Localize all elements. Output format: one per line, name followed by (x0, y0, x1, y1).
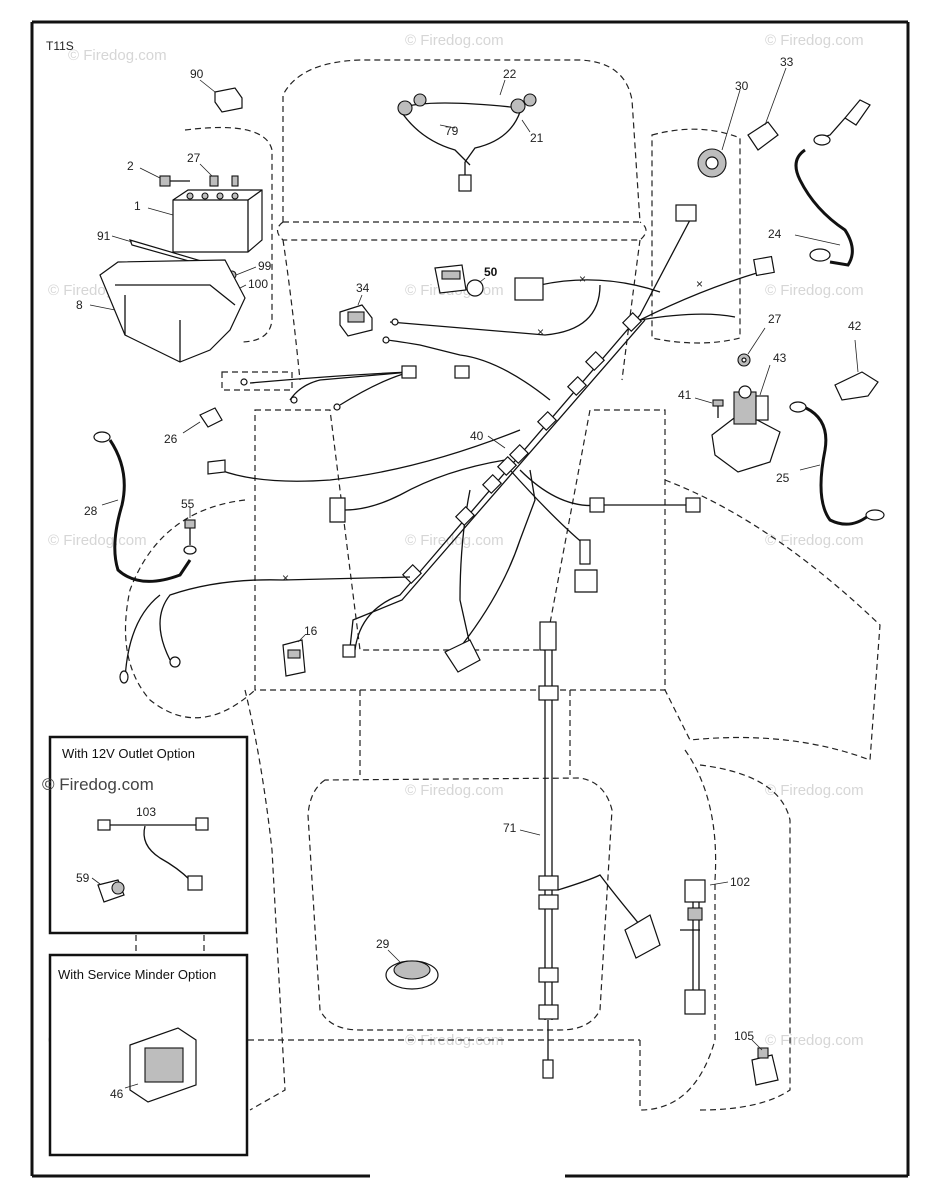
watermark: © Firedog.com (42, 775, 154, 794)
callout-24: 24 (768, 227, 782, 241)
callout-59: 59 (76, 871, 90, 885)
cut-marker: × (579, 272, 586, 286)
harness-71: 71 (503, 621, 661, 1079)
outlet-option-box: With 12V Outlet Option © Firedog.com 103… (42, 735, 249, 935)
callout-55: 55 (181, 497, 195, 511)
callout-25: 25 (776, 471, 790, 485)
fuse-26: 26 (164, 407, 223, 446)
part-102: 102 (680, 875, 750, 1015)
page-frame (30, 20, 910, 1178)
watermark: © Firedog.com (48, 532, 147, 549)
callout-29: 29 (376, 937, 390, 951)
callout-91: 91 (97, 229, 111, 243)
callout-30: 30 (735, 79, 749, 93)
service-minder-option-box: With Service Minder Option 46 (48, 953, 249, 1157)
main-harness-40: × × × × 40 (207, 204, 775, 673)
switch-50: 50 (434, 264, 498, 297)
watermark: © Firedog.com (765, 782, 864, 799)
watermark: © Firedog.com (765, 32, 864, 49)
cable-28: 28 (84, 431, 192, 583)
watermark: © Firedog.com (68, 47, 167, 64)
callout-40: 40 (470, 429, 484, 443)
callout-103: 103 (136, 805, 156, 819)
cut-marker: × (696, 277, 703, 291)
part-105: 105 (734, 1029, 779, 1086)
part-42: 42 (834, 319, 879, 401)
callout-34: 34 (356, 281, 370, 295)
tractor-outline (124, 59, 881, 1111)
bolt-55: 55 (181, 497, 197, 555)
ground-wire (119, 576, 411, 684)
headlight-assembly: 22 79 21 (397, 67, 544, 192)
callout-33: 33 (780, 55, 794, 69)
callout-42: 42 (848, 319, 862, 333)
watermark: © Firedog.com (405, 1032, 504, 1049)
callout-8: 8 (76, 298, 83, 312)
cut-marker: × (537, 325, 544, 339)
watermark: © Firedog.com (765, 532, 864, 549)
cable-25: 25 (776, 401, 885, 526)
callout-2: 2 (127, 159, 134, 173)
ignition-switch: 30 33 (697, 55, 794, 178)
diagram-id: T11S (46, 39, 74, 53)
callout-50: 50 (484, 265, 498, 279)
starter-solenoid: 27 43 41 (678, 312, 787, 473)
callout-43: 43 (773, 351, 787, 365)
callout-79: 79 (445, 124, 459, 138)
switch-34: 34 (339, 281, 373, 337)
callout-1: 1 (134, 199, 141, 213)
watermark: © Firedog.com (765, 282, 864, 299)
battery-cable-24: 24 (768, 99, 871, 267)
watermark: © Firedog.com (405, 32, 504, 49)
callout-46: 46 (110, 1087, 124, 1101)
watermark: © Firedog.com (405, 782, 504, 799)
callout-26: 26 (164, 432, 178, 446)
callout-16: 16 (304, 624, 318, 638)
callout-71: 71 (503, 821, 517, 835)
callout-27: 27 (768, 312, 782, 326)
callout-100: 100 (248, 277, 268, 291)
service-minder-option-title: With Service Minder Option (58, 967, 216, 982)
box-link (135, 935, 205, 953)
callout-28: 28 (84, 504, 98, 518)
part-90: 90 (190, 67, 243, 113)
part-29: 29 (376, 937, 439, 990)
callout-99: 99 (258, 259, 272, 273)
callout-105: 105 (734, 1029, 754, 1043)
callout-27: 27 (187, 151, 201, 165)
cut-marker: × (282, 571, 289, 585)
outlet-option-title: With 12V Outlet Option (62, 746, 195, 761)
callout-22: 22 (503, 67, 517, 81)
callout-102: 102 (730, 875, 750, 889)
callout-41: 41 (678, 388, 692, 402)
battery-group: 2 27 1 91 99 100 8 (76, 151, 272, 363)
callout-21: 21 (530, 131, 544, 145)
connector-16: 16 (282, 624, 318, 677)
watermark: © Firedog.com (765, 1032, 864, 1049)
callout-90: 90 (190, 67, 204, 81)
